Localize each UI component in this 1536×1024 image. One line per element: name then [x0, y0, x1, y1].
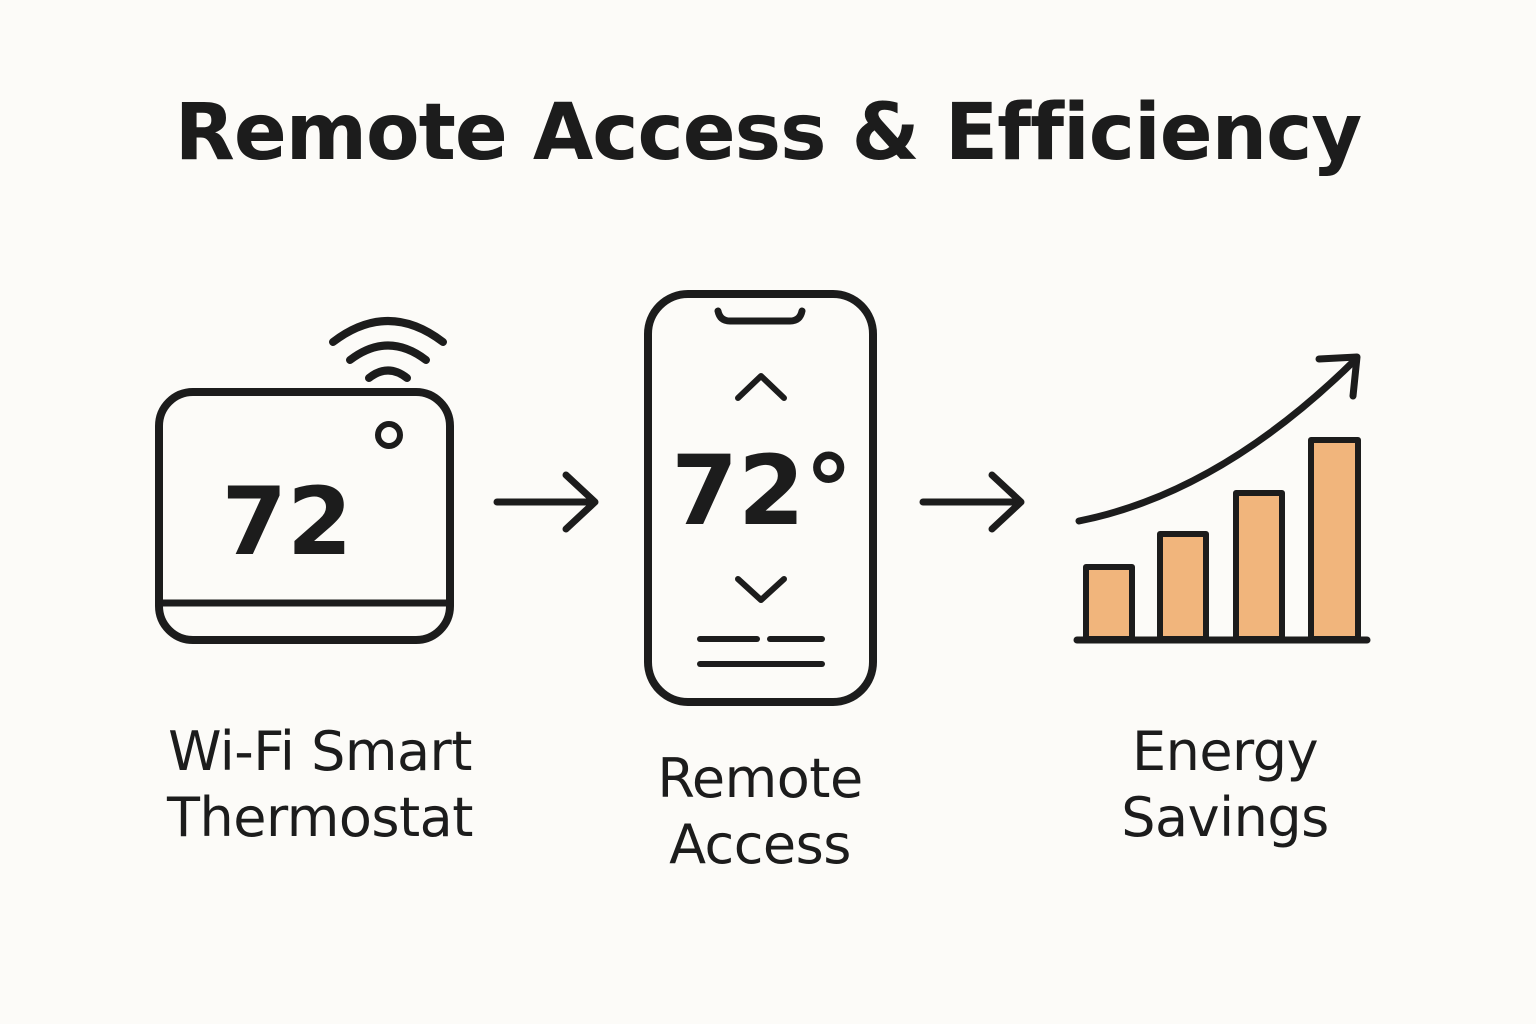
caption-line: Savings [1121, 786, 1329, 849]
diagram-title: Remote Access & Efficiency [174, 88, 1362, 178]
thermostat-temperature: 72 [222, 468, 353, 577]
bar [1308, 437, 1361, 642]
caption-line: Access [669, 813, 851, 876]
chevron-down-icon [735, 576, 787, 603]
bar [1083, 564, 1135, 642]
caption-line: Remote [657, 747, 863, 810]
arrow-right-icon [919, 471, 1025, 533]
smartphone-icon: 72° [644, 290, 877, 706]
wifi-icon [329, 317, 447, 382]
arrow-right-icon [493, 471, 599, 533]
bar [1157, 531, 1209, 642]
bar-chart-icon [1073, 437, 1371, 644]
caption-energy-savings: Energy Savings [1025, 719, 1425, 851]
bar [1233, 490, 1285, 642]
thermostat-icon: 72 [155, 388, 454, 644]
caption-line: Energy [1131, 720, 1319, 783]
phone-temperature: 72° [671, 435, 853, 547]
caption-line: Thermostat [167, 786, 473, 849]
caption-thermostat: Wi-Fi Smart Thermostat [120, 719, 520, 851]
trend-arrow-icon [1075, 353, 1361, 525]
chevron-up-icon [735, 373, 787, 401]
caption-remote-access: Remote Access [560, 746, 960, 878]
caption-line: Wi-Fi Smart [168, 720, 472, 783]
